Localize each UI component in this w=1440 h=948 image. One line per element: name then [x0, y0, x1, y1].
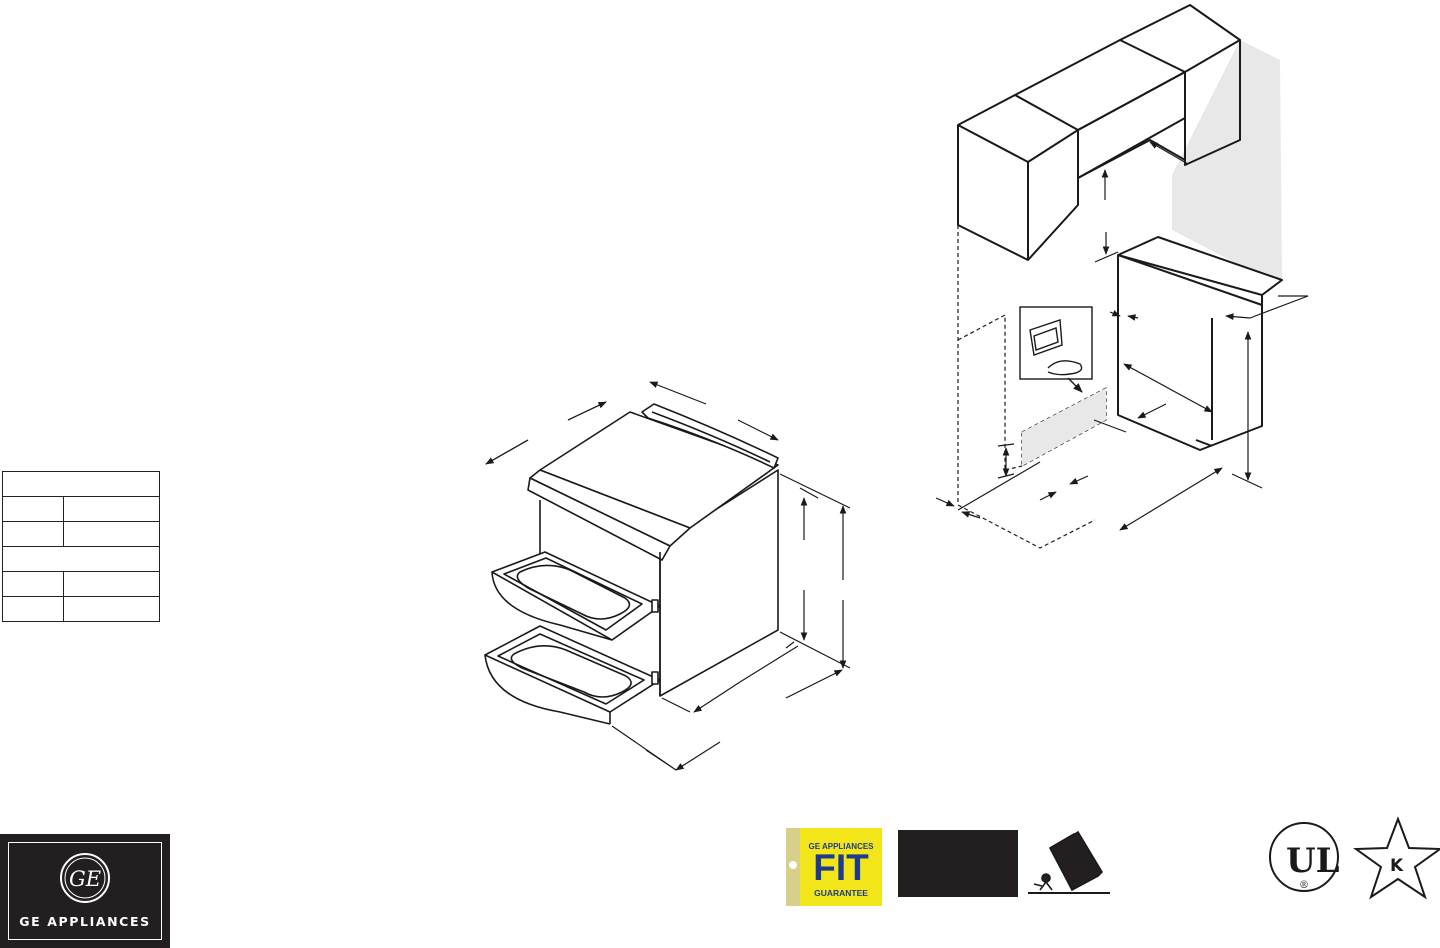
ge-monogram-icon: GE — [60, 853, 110, 903]
range-dimension-lines — [485, 381, 851, 771]
ul-letter-u: UL — [1286, 841, 1340, 881]
ul-registered-mark: ® — [1299, 880, 1309, 891]
installation-drawing — [957, 4, 1283, 549]
ge-monogram-text: GE — [69, 867, 101, 891]
spec-table-row — [2, 496, 160, 522]
anti-tip-icon — [1028, 830, 1110, 894]
star-k-mark: K — [1353, 816, 1440, 900]
logo-frame — [8, 842, 162, 940]
spec-table-cell — [63, 571, 160, 597]
spec-table-cell — [2, 471, 160, 497]
black-label-block — [898, 830, 1018, 897]
badge-hole — [789, 861, 797, 869]
spec-table-section-header — [2, 546, 160, 572]
spec-table-row — [2, 596, 160, 622]
range-drawing — [484, 403, 779, 725]
ul-mark: UL ® — [1269, 822, 1340, 892]
ge-appliances-logo: GE GE APPLIANCES — [0, 834, 170, 948]
spec-table-cell — [63, 496, 160, 522]
installation-dimension-lines — [935, 141, 1309, 531]
badge-bottom-text: GUARANTEE — [814, 888, 868, 898]
spec-table-row — [2, 521, 160, 547]
fit-guarantee-badge: GE APPLIANCES FIT GUARANTEE — [786, 828, 882, 906]
spec-table-cell — [2, 521, 64, 547]
spec-table-row — [2, 571, 160, 597]
star-k-letter: K — [1390, 856, 1404, 876]
spec-table-cell — [2, 546, 160, 572]
badge-main-text: FIT — [813, 847, 869, 888]
spec-table — [2, 471, 160, 622]
badge-top-text: GE APPLIANCES — [808, 842, 874, 851]
spec-table-cell — [2, 496, 64, 522]
spec-table-section-header — [2, 471, 160, 497]
spec-table-cell — [2, 596, 64, 622]
spec-table-cell — [63, 596, 160, 622]
spec-table-cell — [63, 521, 160, 547]
outlet-detail — [1019, 306, 1093, 393]
spec-table-cell — [2, 571, 64, 597]
ge-appliances-wordmark: GE APPLIANCES — [19, 914, 151, 929]
